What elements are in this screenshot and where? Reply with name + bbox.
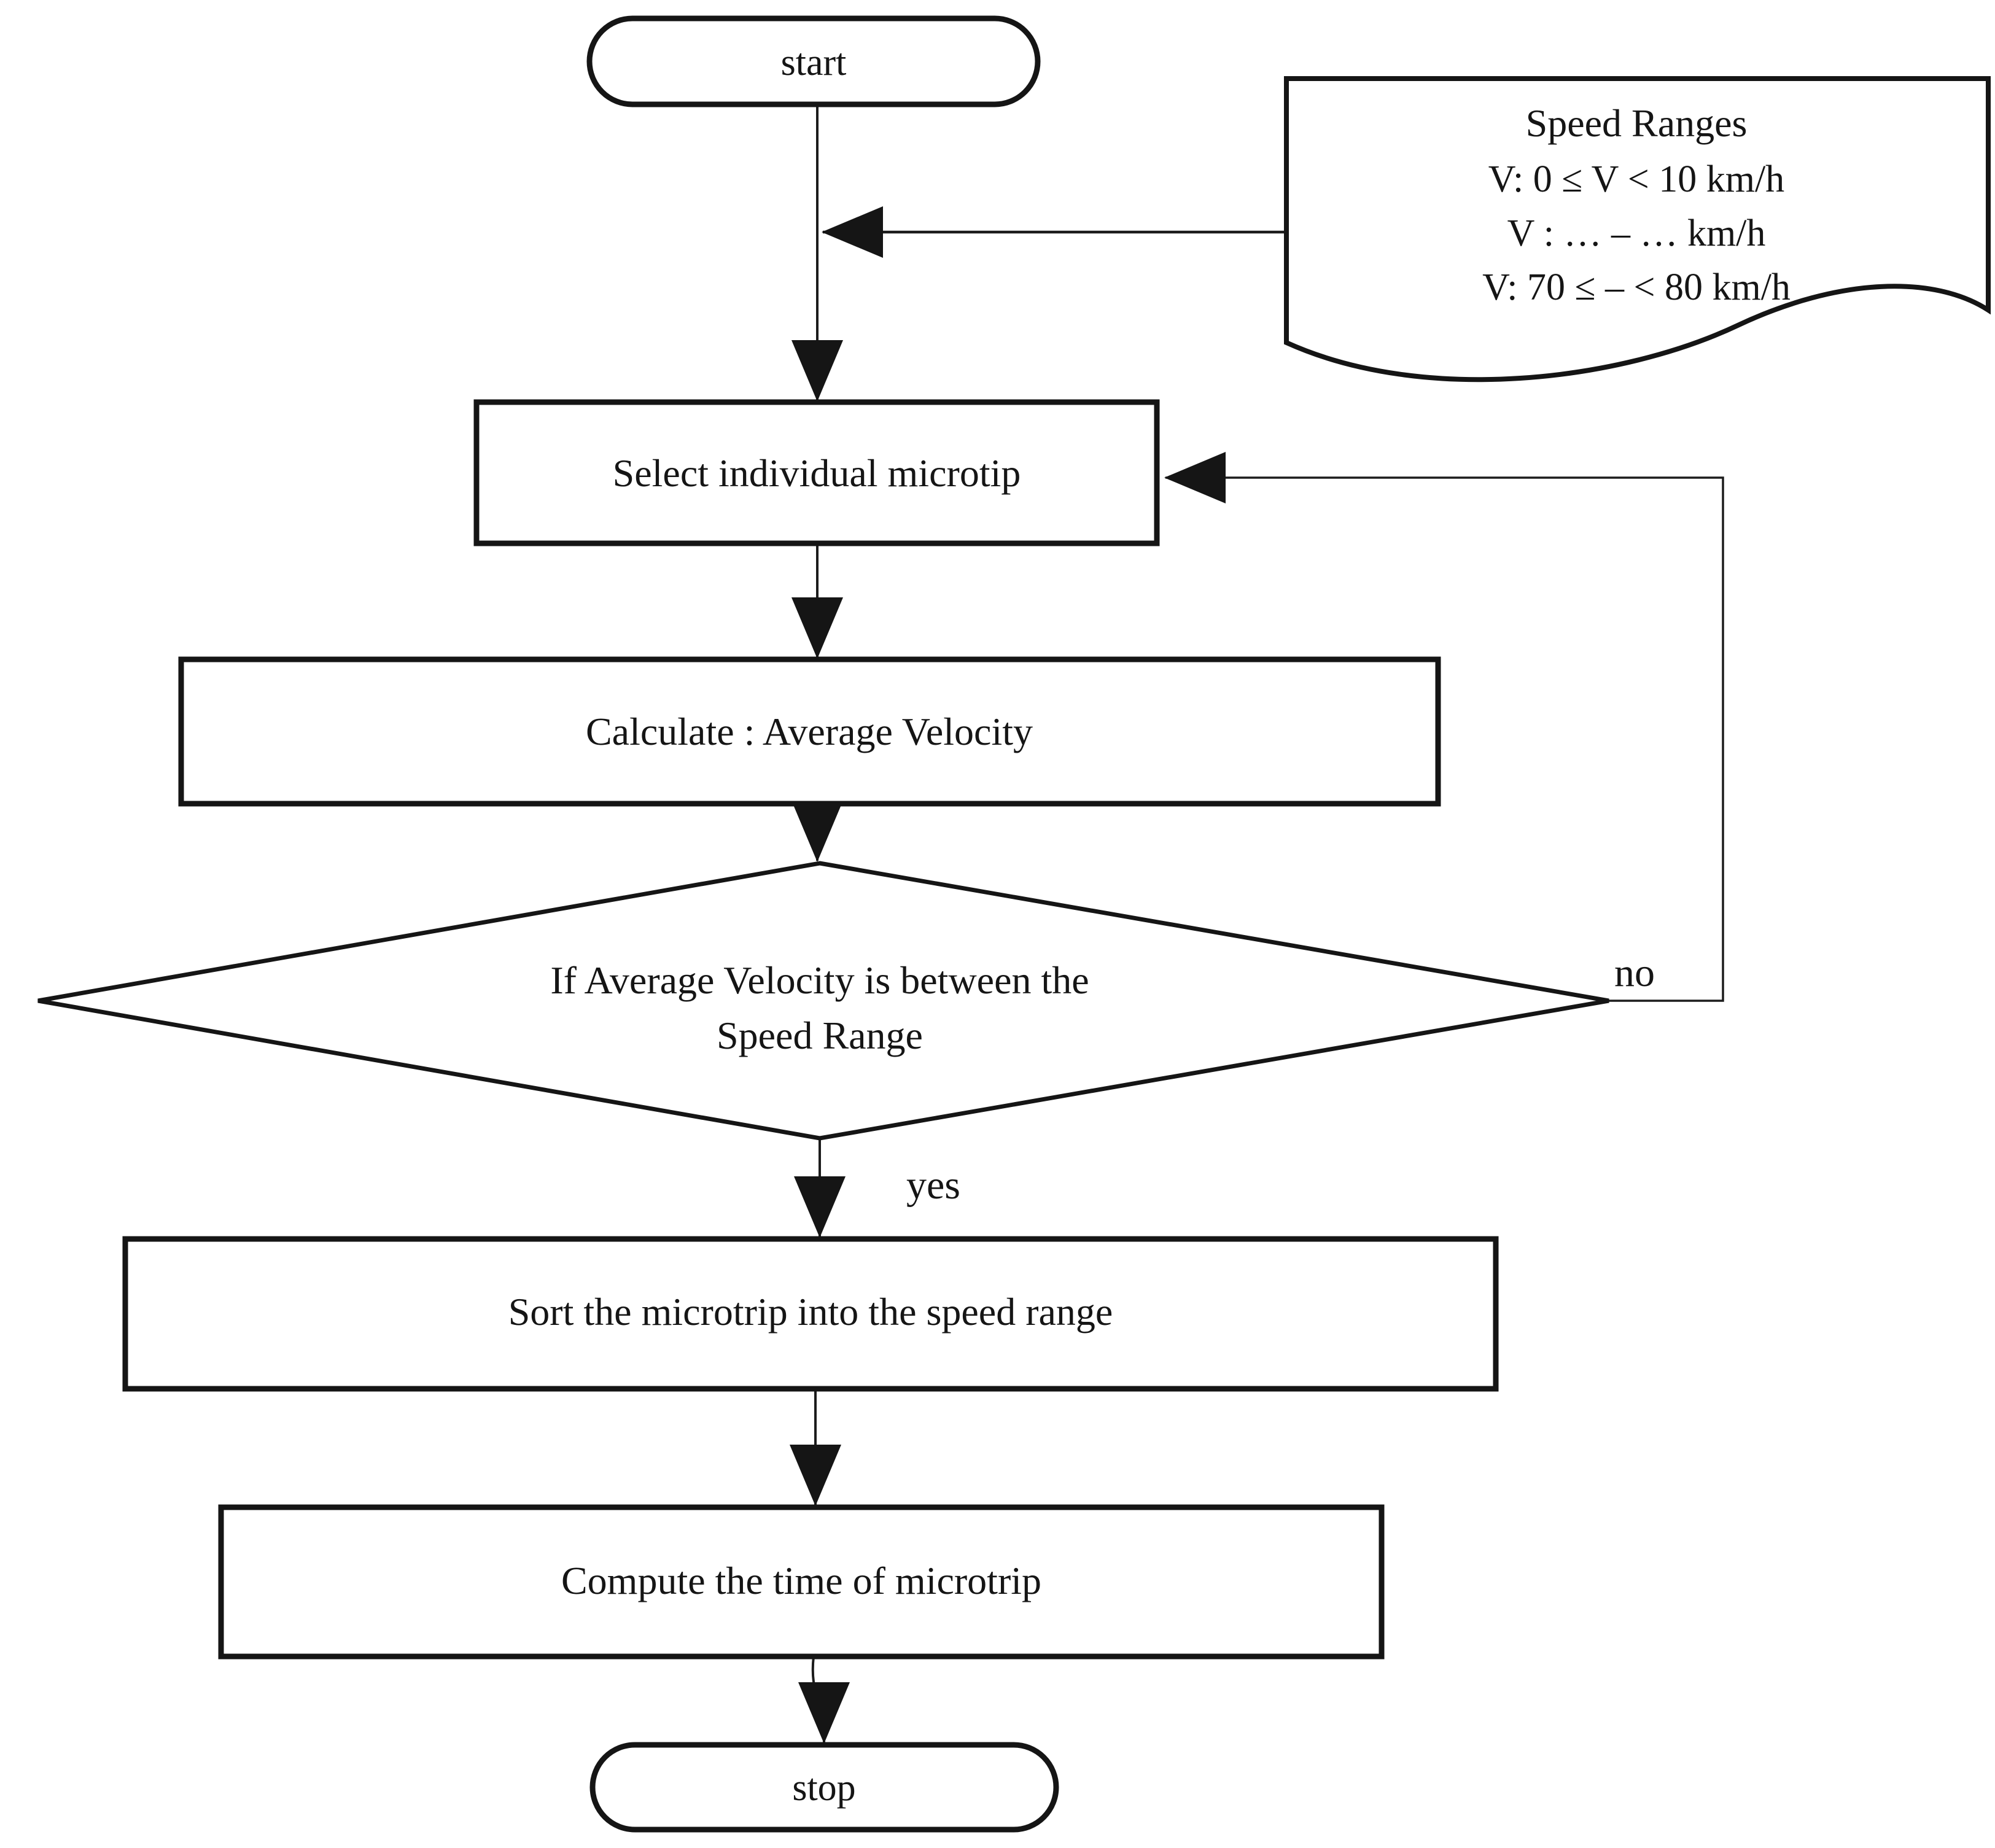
node-calculate: Calculate : Average Velocity [178, 656, 1441, 807]
start-oval [586, 15, 1041, 107]
edge-no-loop [1164, 452, 1724, 1002]
select-label: Select individual microtip [613, 451, 1021, 495]
no-branch-label: no [1614, 950, 1655, 995]
decision-label-line1: If Average Velocity is between the [550, 958, 1089, 1002]
stop-oval [589, 1742, 1059, 1833]
decision-label-line2: Speed Range [717, 1014, 923, 1057]
compute-box [218, 1504, 1385, 1660]
node-start: start [586, 15, 1041, 107]
calculate-box [178, 656, 1441, 807]
speed-ranges-title: Speed Ranges [1526, 101, 1748, 145]
stop-label: stop [792, 1767, 855, 1809]
node-select-microtip: Select individual microtip [473, 399, 1160, 546]
start-label: start [781, 42, 847, 83]
compute-label: Compute the time of microtrip [561, 1559, 1041, 1602]
node-compute: Compute the time of microtrip [218, 1504, 1385, 1660]
node-speed-ranges-note: Speed Ranges V: 0 ≤ V < 10 km/h V : … – … [1284, 76, 1991, 382]
node-sort: Sort the microtrip into the speed range [122, 1236, 1499, 1392]
node-stop: stop [589, 1742, 1059, 1833]
sort-box [122, 1236, 1499, 1392]
calculate-label: Calculate : Average Velocity [586, 710, 1033, 753]
document-shape [1284, 76, 1991, 382]
speed-range-line-2: V : … – … km/h [1507, 212, 1766, 254]
edge-compute-to-stop [798, 1656, 850, 1744]
sort-label: Sort the microtrip into the speed range [508, 1290, 1113, 1334]
speed-range-line-3: V: 70 ≤ – < 80 km/h [1482, 266, 1791, 308]
select-box [473, 399, 1160, 546]
decision-diamond [37, 861, 1609, 1141]
node-decision: If Average Velocity is between the Speed… [37, 861, 1609, 1141]
yes-branch-label: yes [906, 1163, 960, 1208]
speed-range-line-1: V: 0 ≤ V < 10 km/h [1488, 158, 1784, 200]
